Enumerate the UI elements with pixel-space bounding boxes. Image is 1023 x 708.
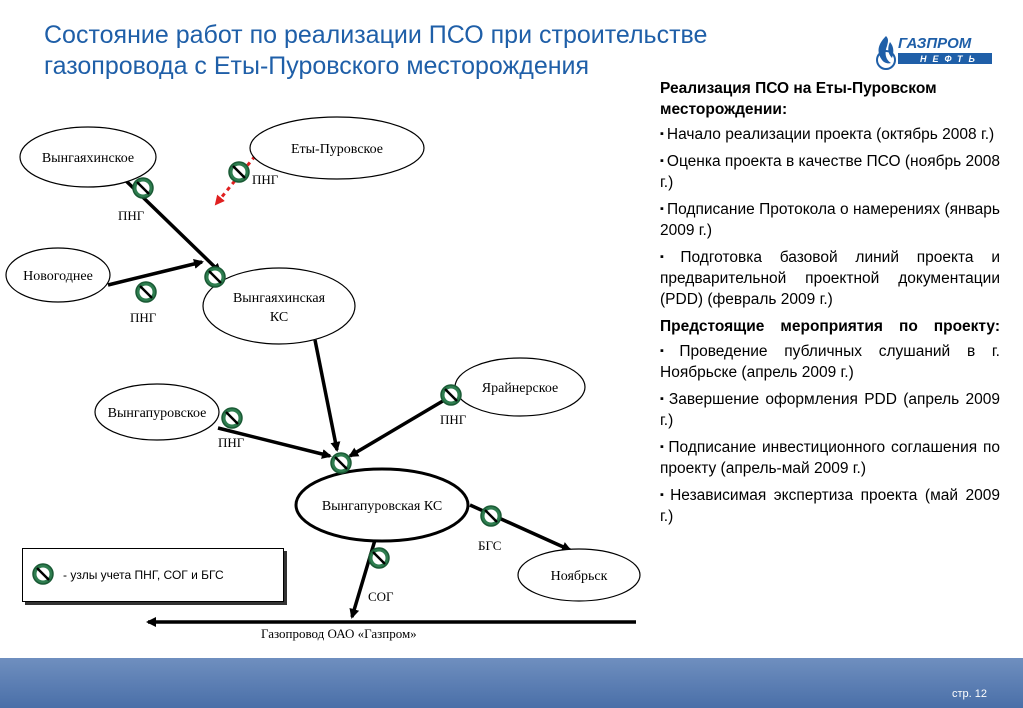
node-vyngayakhinskaya-ks: Вынгаяхинская КС bbox=[202, 267, 356, 345]
arrow-ks-to-vyngapurovskaya-ks bbox=[313, 339, 341, 452]
label-png: ПНГ bbox=[118, 208, 145, 223]
bullet-icon: ▪ bbox=[660, 251, 678, 263]
metering-node-icon bbox=[329, 451, 353, 475]
node-noyabrsk: Ноябрьск bbox=[517, 548, 641, 602]
footer-bar: стр. 12 bbox=[0, 658, 1023, 708]
list-item: ▪Проведение публичных слушаний в г. Нояб… bbox=[660, 343, 1000, 381]
flame-icon bbox=[878, 36, 891, 64]
current-status-list: ▪Начало реализации проекта (октябрь 2008… bbox=[660, 124, 1000, 310]
node-vyngapurovskaya-ks: Вынгапуровская КС bbox=[294, 467, 470, 543]
metering-node-icon bbox=[439, 383, 463, 407]
label-png: ПНГ bbox=[252, 172, 279, 187]
svg-text:КС: КС bbox=[270, 310, 288, 325]
metering-node-icon bbox=[203, 265, 227, 289]
node-novogodnee: Новогоднее bbox=[5, 247, 111, 303]
metering-node-icon bbox=[367, 546, 391, 570]
label-png: ПНГ bbox=[218, 435, 245, 450]
label-png: ПНГ bbox=[130, 310, 157, 325]
bullet-icon: ▪ bbox=[660, 441, 666, 453]
svg-text:Вынгапуровская КС: Вынгапуровская КС bbox=[322, 499, 442, 514]
svg-text:Вынгаяхинская: Вынгаяхинская bbox=[233, 291, 326, 306]
list-item: ▪Завершение оформления PDD (апрель 2009 … bbox=[660, 391, 1000, 429]
arrow-vyngapurovskoe-to-ks bbox=[217, 426, 332, 459]
list-item: ▪Подписание инвестиционного соглашения п… bbox=[660, 439, 1000, 477]
svg-text:Ярайнерское: Ярайнерское bbox=[482, 381, 558, 396]
page-title: Состояние работ по реализации ПСО при ст… bbox=[44, 21, 708, 80]
node-vyngayakhinskoe: Вынгаяхинское bbox=[19, 126, 157, 188]
metering-node-icon bbox=[479, 504, 503, 528]
flow-diagram: Вынгаяхинское Еты-Пуровское Новогоднее В… bbox=[5, 116, 641, 641]
legend-text: - узлы учета ПНГ, СОГ и БГС bbox=[63, 568, 224, 582]
node-ety-purovskoe: Еты-Пуровское bbox=[249, 116, 425, 180]
list-item: ▪Независимая экспертиза проекта (май 200… bbox=[660, 487, 1000, 525]
metering-node-icon bbox=[32, 563, 54, 585]
label-pipeline: Газопровод ОАО «Газпром» bbox=[261, 626, 417, 641]
label-bgs: БГС bbox=[478, 538, 501, 553]
metering-node-icon bbox=[131, 176, 155, 200]
list-item: ▪Подготовка базовой линий проекта и пред… bbox=[660, 249, 1000, 308]
label-sog: СОГ bbox=[368, 589, 394, 604]
svg-text:Вынгаяхинское: Вынгаяхинское bbox=[42, 151, 134, 166]
metering-node-icon bbox=[134, 280, 158, 304]
logo-text-bottom: НЕФТЬ bbox=[920, 54, 981, 64]
metering-node-icon bbox=[227, 160, 251, 184]
node-vyngapurovskoe: Вынгапуровское bbox=[94, 383, 220, 441]
page-number: стр. 12 bbox=[951, 688, 987, 700]
list-item: ▪Начало реализации проекта (октябрь 2008… bbox=[660, 126, 995, 143]
bullet-icon: ▪ bbox=[660, 203, 664, 215]
svg-text:Еты-Пуровское: Еты-Пуровское bbox=[291, 142, 383, 157]
bullet-icon: ▪ bbox=[660, 393, 666, 405]
label-png: ПНГ bbox=[440, 412, 467, 427]
legend: - узлы учета ПНГ, СОГ и БГС bbox=[22, 548, 284, 602]
panel-heading-current: Реализация ПСО на Еты-Пуровском месторож… bbox=[660, 80, 937, 118]
bullet-icon: ▪ bbox=[660, 489, 668, 501]
arrow-yarayinerskoe-to-ks bbox=[348, 390, 459, 458]
logo-text-top: ГАЗПРОМ bbox=[898, 35, 972, 52]
bullet-icon: ▪ bbox=[660, 345, 677, 357]
list-item: ▪Оценка проекта в качестве ПСО (ноябрь 2… bbox=[660, 153, 1000, 191]
bullet-icon: ▪ bbox=[660, 128, 664, 140]
gazprom-neft-logo: ГАЗПРОМ НЕФТЬ bbox=[876, 35, 992, 70]
arrow-novogodnee-to-ks bbox=[107, 259, 204, 287]
metering-node-icon bbox=[220, 406, 244, 430]
svg-text:Вынгапуровское: Вынгапуровское bbox=[108, 406, 207, 421]
svg-text:Ноябрьск: Ноябрьск bbox=[551, 569, 608, 584]
status-panel: Реализация ПСО на Еты-Пуровском месторож… bbox=[660, 78, 1000, 533]
bullet-icon: ▪ bbox=[660, 155, 664, 167]
upcoming-list: ▪Проведение публичных слушаний в г. Нояб… bbox=[660, 341, 1000, 527]
panel-heading-upcoming: Предстоящие мероприятия по проекту: bbox=[660, 318, 1000, 335]
list-item: ▪Подписание Протокола о намерениях (янва… bbox=[660, 201, 1000, 239]
svg-text:Новогоднее: Новогоднее bbox=[23, 269, 93, 284]
node-yarayinerskoe: Ярайнерское bbox=[454, 357, 586, 417]
